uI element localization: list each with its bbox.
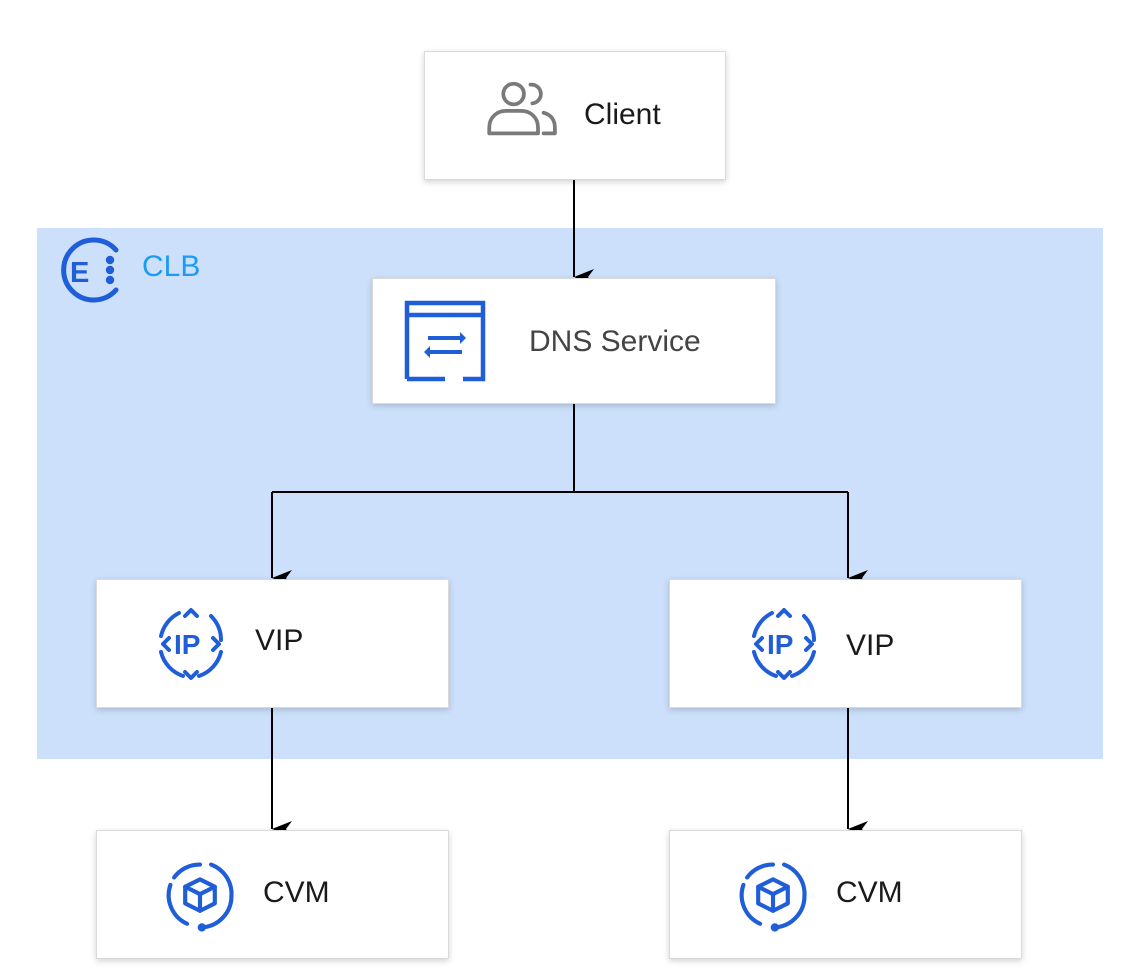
clb-label: CLB xyxy=(142,250,201,283)
client-label: Client xyxy=(584,98,661,131)
vip-right-label: VIP xyxy=(846,629,895,662)
users-icon xyxy=(487,81,557,136)
cvm-icon xyxy=(166,862,234,932)
cvm-left-label: CVM xyxy=(263,876,330,909)
cvm-node-left: CVM xyxy=(96,830,449,959)
client-node: Client xyxy=(424,51,726,180)
svg-text:IP: IP xyxy=(767,629,793,660)
vip-node-left: IP VIP xyxy=(96,579,449,708)
cvm-icon xyxy=(739,862,807,932)
vip-node-right: IP VIP xyxy=(669,579,1022,708)
dns-service-label: DNS Service xyxy=(529,325,701,358)
svg-text:IP: IP xyxy=(174,629,200,660)
ip-icon: IP xyxy=(159,608,223,680)
dns-service-node: DNS Service xyxy=(372,278,776,404)
cvm-right-label: CVM xyxy=(836,876,903,909)
clb-icon: E xyxy=(61,237,119,303)
ip-icon: IP xyxy=(752,608,816,680)
vip-left-label: VIP xyxy=(255,624,304,657)
svg-text:E: E xyxy=(70,257,89,289)
dns-service-icon xyxy=(404,300,486,382)
cvm-node-right: CVM xyxy=(669,830,1022,959)
